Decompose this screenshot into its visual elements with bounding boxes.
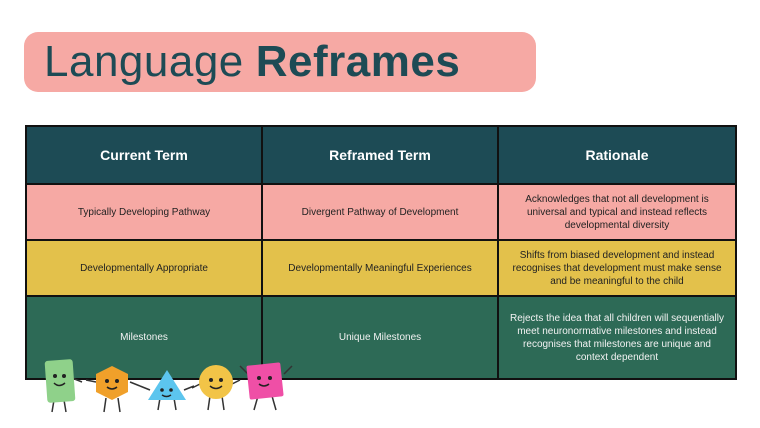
table-row: Developmentally Appropriate Developmenta… — [25, 239, 737, 297]
orange-hexagon-character-icon — [85, 366, 141, 413]
blue-triangle-character-icon — [139, 370, 195, 411]
cell-reframed-term: Developmentally Meaningful Experiences — [261, 239, 499, 297]
pink-square-character-icon — [239, 362, 293, 411]
cell-rationale: Acknowledges that not all development is… — [497, 183, 737, 241]
cell-rationale: Shifts from biased development and inste… — [497, 239, 737, 297]
cell-current-term: Typically Developing Pathway — [25, 183, 263, 241]
cell-current-term: Developmentally Appropriate — [25, 239, 263, 297]
header-rationale: Rationale — [497, 125, 737, 185]
yellow-circle-character-icon — [191, 365, 241, 411]
page-title: Language Reframes — [24, 32, 536, 92]
reframes-table: Current Term Reframed Term Rationale Typ… — [25, 125, 737, 380]
header-current-term: Current Term — [25, 125, 263, 185]
cell-rationale: Rejects the idea that all children will … — [497, 295, 737, 380]
table-row: Typically Developing Pathway Divergent P… — [25, 183, 737, 241]
cell-reframed-term: Unique Milestones — [261, 295, 499, 380]
cell-reframed-term: Divergent Pathway of Development — [261, 183, 499, 241]
mascot-group — [40, 356, 300, 416]
title-bold: Reframes — [255, 37, 461, 86]
table-header-row: Current Term Reframed Term Rationale — [25, 125, 737, 185]
header-reframed-term: Reframed Term — [261, 125, 499, 185]
title-light: Language — [44, 37, 244, 86]
green-rectangle-character-icon — [44, 359, 83, 413]
